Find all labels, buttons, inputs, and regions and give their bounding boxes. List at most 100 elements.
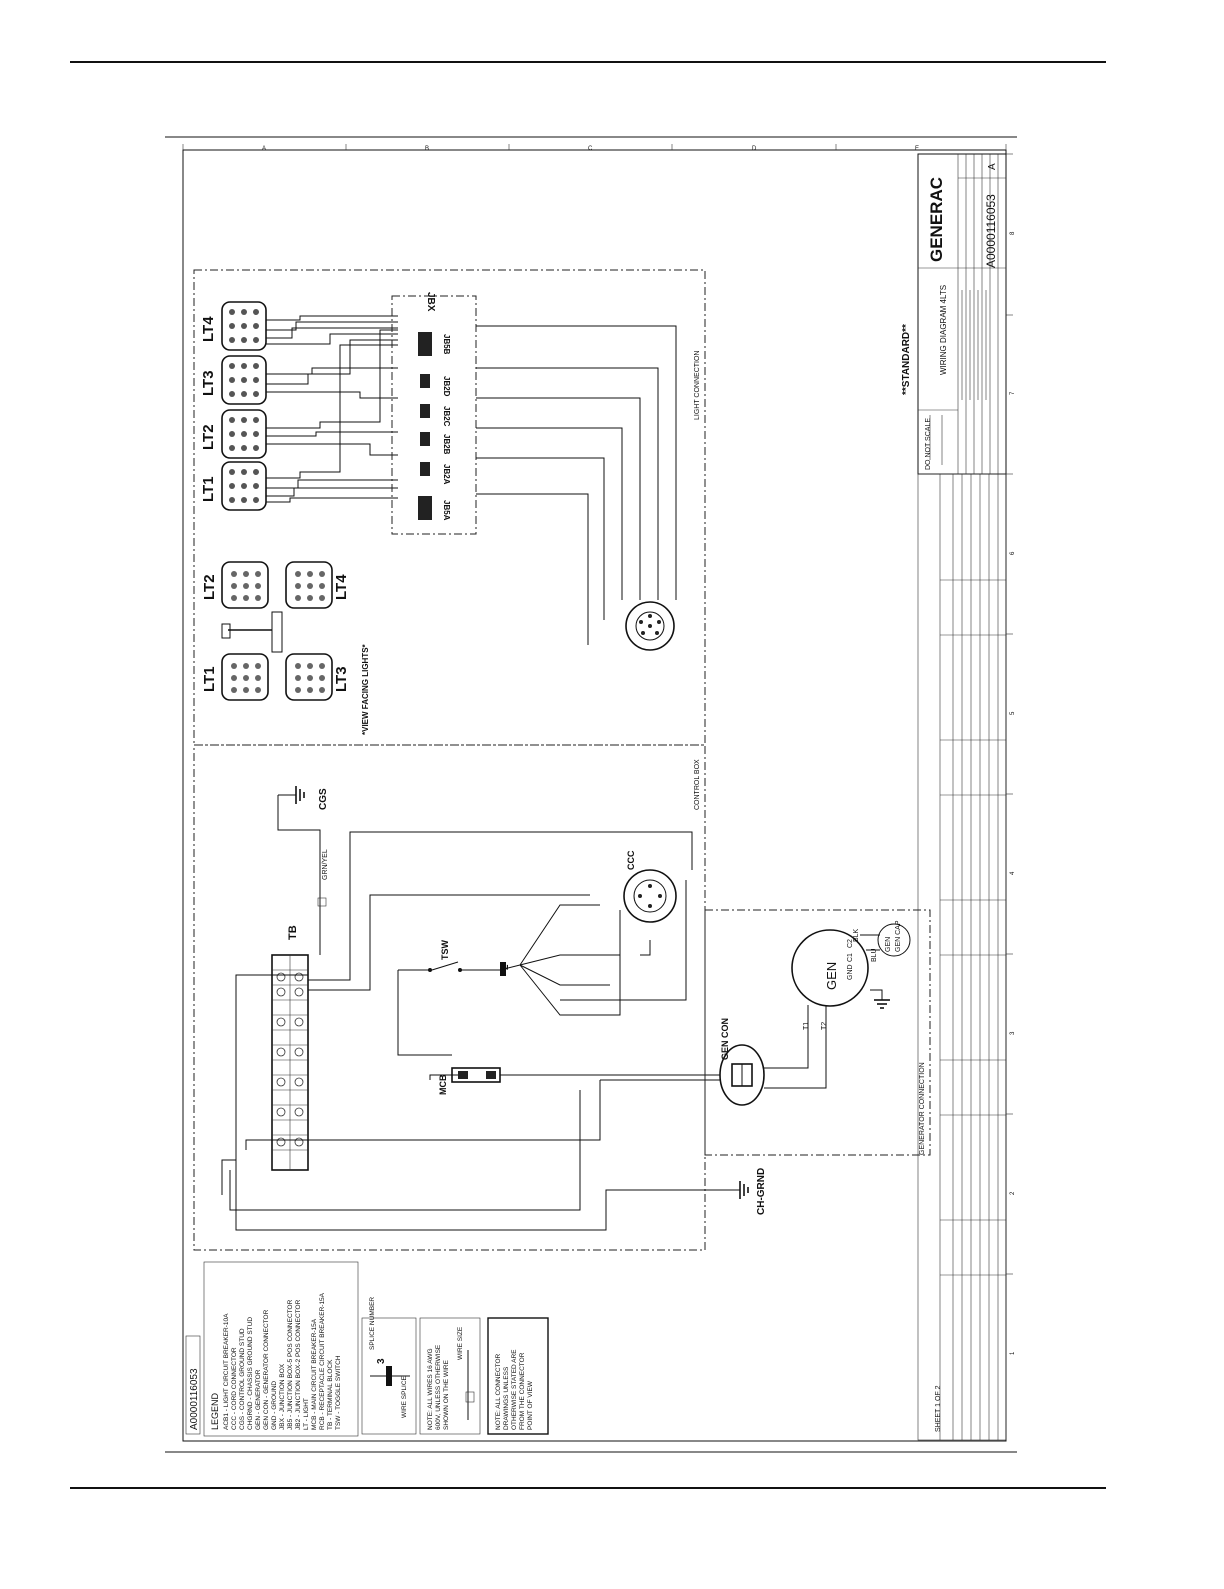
view-facing-lights-note: *VIEW FACING LIGHTS* — [361, 643, 370, 735]
splice-number-value: 3 — [376, 1358, 387, 1364]
light-cord-connector — [625, 601, 675, 651]
jb5b-connector — [418, 332, 432, 356]
grid-row-8: 8 — [1010, 231, 1016, 235]
connector-note-line-2: DRAWINGS UNLESS — [503, 1366, 510, 1430]
jbx-box — [391, 295, 477, 535]
corner-doc-box — [185, 1335, 201, 1435]
facing-lt2-label: LT2 — [201, 574, 218, 600]
splice-2-label: 2 — [500, 964, 511, 970]
toggle-switch: TSW 2 — [428, 939, 511, 976]
jb2a-label: JB2A — [442, 464, 451, 485]
control-box-wires — [221, 831, 720, 1231]
grid-ticks — [182, 144, 1013, 1275]
splice-note-box: 3 SPLICE NUMBER WIRE SPLICE — [361, 1297, 417, 1435]
gnd-label: GND — [847, 964, 854, 980]
c1-label: C1 — [847, 953, 854, 962]
grid-col-c: C — [588, 146, 593, 152]
light-lt1-label: LT1 — [200, 476, 217, 502]
wire-note-line-1: NOTE: ALL WIRES 16 AWG — [427, 1348, 434, 1430]
legend-item-15: TSW - TOGGLE SWITCH — [335, 1355, 342, 1430]
light-connection-boundary — [193, 269, 706, 746]
legend-item-10: JB2 - JUNCTION BOX-2 POS CONNECTOR — [295, 1299, 302, 1430]
jb2b-label: JB2B — [442, 434, 451, 455]
grid-row-7: 7 — [1010, 391, 1016, 395]
grid-row-labels: 8 7 6 5 4 3 2 1 — [1010, 231, 1016, 1355]
scale-note: DO NOT SCALE — [925, 418, 932, 470]
legend-item-9: JB5 - JUNCTION BOX-5 POS CONNECTOR — [287, 1299, 294, 1430]
tsw-label: TSW — [440, 939, 450, 960]
grn-yel-label: GRN/YEL — [322, 849, 329, 880]
legend-item-4: CHGRND - CHASSIS GROUND STUD — [247, 1317, 254, 1430]
jb2b-connector — [420, 432, 430, 446]
grid-row-2: 2 — [1010, 1191, 1016, 1195]
grid-col-d: D — [752, 146, 757, 152]
legend-item-8: JBX - JUNCTION BOX — [279, 1363, 286, 1430]
jb5a-label: JB5A — [442, 500, 451, 521]
wire-splice-text: WIRE SPLICE — [401, 1375, 408, 1418]
sheet-title: WIRING DIAGRAM 4LTS — [939, 285, 948, 375]
light-lt1: LT1 — [200, 461, 267, 511]
gen-con-label: GEN CON — [720, 1018, 730, 1060]
splice-number-text: SPLICE NUMBER — [369, 1297, 376, 1350]
grid-col-a: A — [262, 146, 266, 152]
light-wires — [266, 315, 398, 503]
facing-lt4-label: LT4 — [333, 574, 350, 600]
legend-item-12: MCB - MAIN CIRCUIT BREAKER-15A — [311, 1318, 318, 1430]
facing-light-lt4 — [285, 561, 333, 609]
connector-note-line-1: NOTE: ALL CONNECTOR — [495, 1353, 502, 1430]
title-block: GENERAC A0000116053 A WIRING DIAGRAM 4LT… — [917, 153, 1007, 475]
jbx-label: JBX — [425, 292, 436, 312]
jb2d-label: JB2D — [442, 376, 451, 397]
title-block-doc-number: A0000116053 — [984, 194, 998, 268]
light-lt3-label: LT3 — [200, 370, 217, 396]
title-block-revision: A — [987, 163, 998, 170]
grid-row-3: 3 — [1010, 1031, 1016, 1035]
light-lt2-label: LT2 — [200, 424, 217, 450]
legend-item-5: GEN - GENERATOR — [255, 1369, 262, 1430]
generator-wires — [764, 989, 883, 1089]
jb2d-connector — [420, 374, 430, 388]
gen-label: GEN — [824, 962, 839, 990]
wire-note-line-3: SHOWN ON THE WIRE — [443, 1359, 450, 1430]
legend-item-2: CCC - CORD CONNECTOR — [231, 1347, 238, 1430]
legend-item-3: CGS - CONTROL GROUND STUD — [239, 1328, 246, 1430]
jb2a-connector — [420, 462, 430, 476]
light-lt4: LT4 — [200, 301, 267, 351]
blu-label: BLU — [871, 948, 878, 962]
jbx-outgoing-wires — [476, 325, 677, 645]
connector-note-line-4: FROM THE CONNECTOR — [519, 1352, 526, 1430]
t2-label: T2 — [821, 1022, 828, 1030]
wire-note-line-2: 600V, UNLESS OTHERWISE — [435, 1344, 442, 1430]
mcb-label: MCB — [438, 1074, 448, 1095]
grid-row-4: 4 — [1010, 871, 1016, 875]
wire-size-text: WIRE SIZE — [457, 1326, 464, 1360]
main-circuit-breaker: MCB — [438, 1067, 501, 1095]
c2-label: C2 — [847, 939, 854, 948]
control-box-boundary — [193, 744, 706, 1251]
grid-col-e: E — [915, 146, 919, 152]
t1-label: T1 — [803, 1022, 810, 1030]
legend-item-1: ACB1 - LIGHT CIRCUIT BREAKER-10A — [223, 1313, 230, 1430]
legend-box: LEGEND ACB1 - LIGHT CIRCUIT BREAKER-10A … — [203, 1261, 359, 1437]
standard-note: **STANDARD** — [901, 324, 912, 395]
facing-lights: LT2 LT4 LT1 LT3 *VIEW FACING LIGHTS* — [201, 561, 370, 735]
generac-logo: GENERAC — [927, 177, 946, 262]
facing-light-lt2 — [221, 561, 269, 609]
control-box-label: CONTROL BOX — [694, 759, 701, 810]
gen-cap-label: GEN CAP — [895, 920, 902, 952]
light-lt2: LT2 — [200, 409, 267, 459]
legend-item-11: LT - LIGHT — [303, 1398, 310, 1430]
cord-connector-ccc: CCC — [623, 850, 677, 923]
jb5b-label: JB5B — [442, 334, 451, 355]
light-lt4-label: LT4 — [200, 316, 217, 342]
grid-row-1: 1 — [1010, 1351, 1016, 1355]
light-connection-label: LIGHT CONNECTION — [694, 351, 701, 421]
jb2c-label: JB2C — [442, 406, 451, 427]
jbx-connectors: JB5B JB2D JB2C JB2B JB2A JB5A — [418, 332, 451, 521]
facing-lt3-label: LT3 — [333, 666, 350, 692]
grid-col-b: B — [425, 146, 429, 152]
wire-note-box: NOTE: ALL WIRES 16 AWG 600V, UNLESS OTHE… — [419, 1317, 481, 1435]
connector-note-line-3: OTHERWISE STATED ARE — [511, 1349, 518, 1430]
